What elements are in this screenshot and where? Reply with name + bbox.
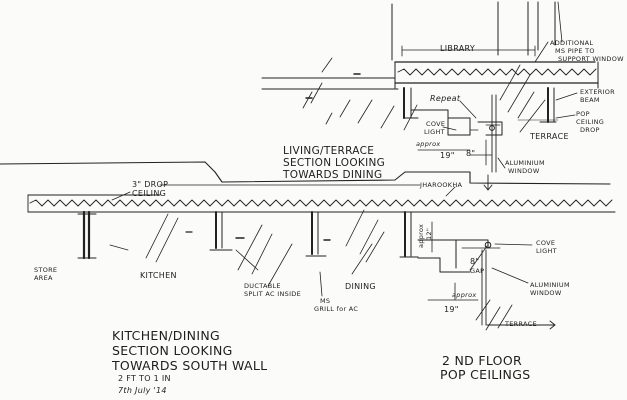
gap-label-2: GAP [470,267,485,275]
upper-dim-8: 8" [466,149,476,158]
lower-section-title-line-1: KITCHEN/DINING [112,328,220,343]
upper-section-title-line-1: LIVING/TERRACE [283,145,375,157]
exterior-beam-label-1: EXTERIOR [580,88,615,96]
approx-12-label-2: 12" [425,227,433,240]
library-label: LIBRARY [440,44,476,53]
lower-section-title-line-2: SECTION LOOKING [112,343,233,358]
repeat-label: Repeat [430,94,461,103]
ductable-ac-label-1: DUCTABLE [244,282,281,290]
upper-dim-19: 19" [440,151,455,160]
drop-ceiling-label-2: CEILING [132,189,167,198]
pop-ceiling-drop-label-1: POP [576,110,590,118]
approx-19-label-1: 19" [444,305,459,314]
upper-section-title-line-3: TOWARDS DINING [283,169,383,181]
ductable-ac-label-2: SPLIT AC INSIDE [244,290,301,298]
additional-pipe-label-1: ADDITIONAL [550,39,594,47]
upper-cove-light-label-2: LIGHT [424,128,445,136]
upper-section-title-line-2: SECTION LOOKING [283,157,386,169]
store-area-label-1: STORE [34,266,58,274]
store-area-label-2: AREA [34,274,53,282]
floor-title-line-1: 2 ND FLOOR [442,353,522,368]
drop-ceiling-label-1: 3" DROP [132,180,169,189]
scale-note: 2 FT TO 1 IN [118,374,171,383]
upper-cove-light-label-1: COVE [426,120,446,128]
floor-title-line-2: POP CEILINGS [440,367,531,382]
lower-cove-light-label-2: LIGHT [536,247,557,255]
dining-label: DINING [345,282,376,291]
date-note: 7th July '14 [118,386,167,395]
ms-grill-label-1: MS [320,297,331,305]
additional-pipe-label-3: SUPPORT WINDOW [558,55,624,63]
approx-19-label-2: approx [452,291,477,299]
gap-label-1: 8" [470,257,480,266]
upper-aluminium-window-label-1: ALUMINIUM [505,159,545,167]
kitchen-label: KITCHEN [140,271,177,280]
upper-section-drawing [261,1,599,191]
upper-terrace-label: TERRACE [530,132,569,141]
exterior-beam-label-2: BEAM [580,96,600,104]
lower-aluminium-window-label-2: WINDOW [530,289,562,297]
pop-ceiling-drop-label-3: DROP [580,126,600,134]
lower-section-drawing [0,161,616,331]
lower-terrace-label: TERRACE [505,320,537,328]
upper-approx-label: approx [416,140,441,148]
additional-pipe-label-2: MS PIPE TO [555,47,595,55]
lower-section-title-line-3: TOWARDS SOUTH WALL [112,358,268,373]
ms-grill-label-2: GRILL for AC [314,305,359,313]
lower-cove-light-label-1: COVE [536,239,556,247]
pop-ceiling-drop-label-2: CEILING [576,118,605,126]
upper-aluminium-window-label-2: WINDOW [508,167,540,175]
jharookha-label: JHAROOKHA [420,181,463,189]
approx-12-label-1: approx [417,223,425,248]
lower-aluminium-window-label-1: ALUMINIUM [530,281,570,289]
